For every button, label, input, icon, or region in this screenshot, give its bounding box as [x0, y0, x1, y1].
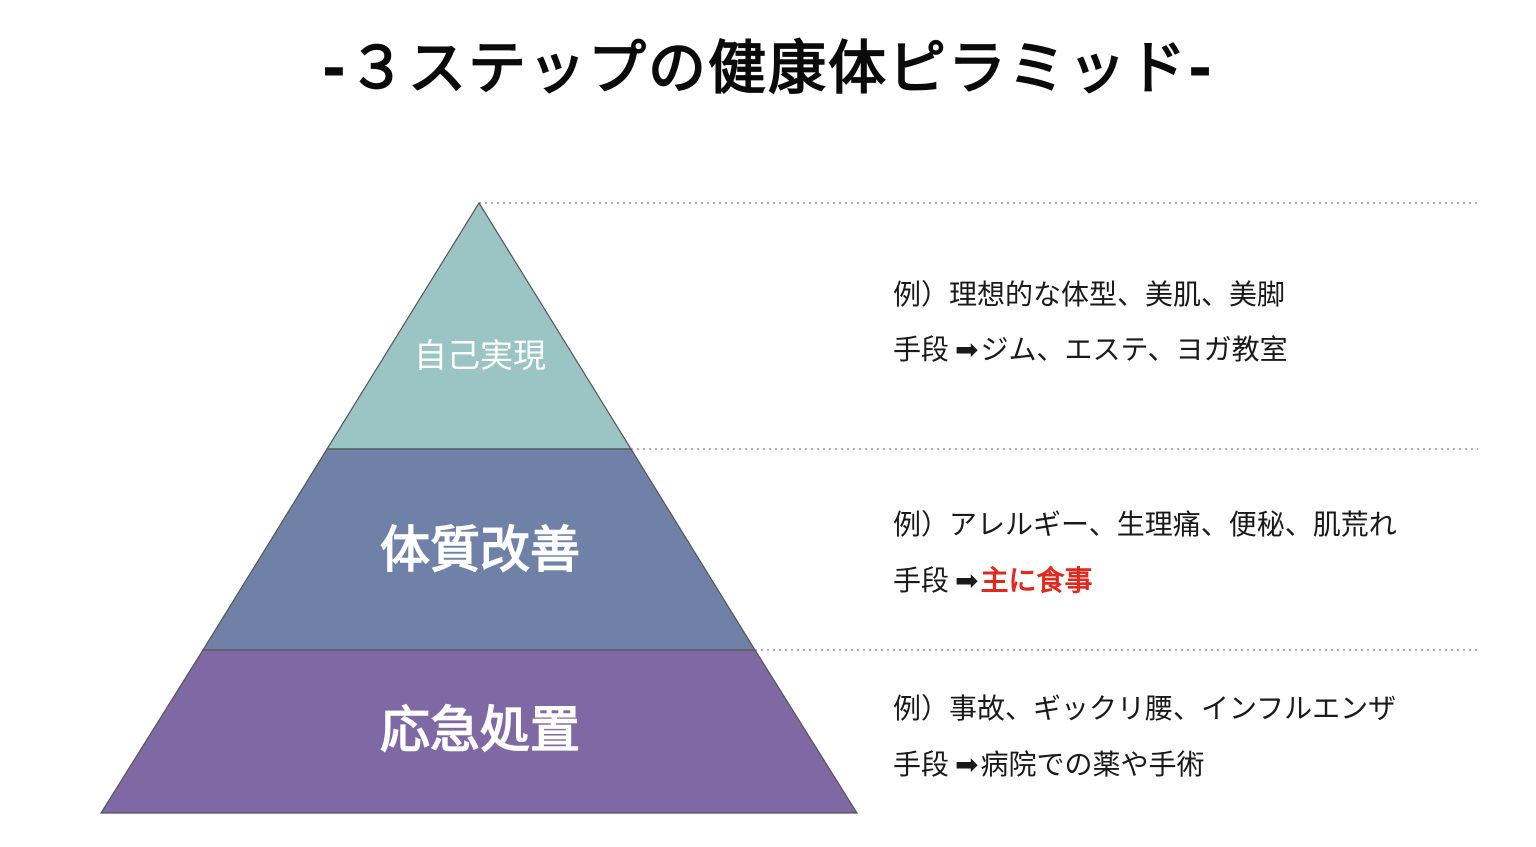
pyramid-tier-top	[325, 201, 633, 450]
tier-bottom-example: 例）事故、ギックリ腰、インフルエンザ	[893, 692, 1397, 725]
arrow-right-icon: ➡	[955, 748, 979, 781]
tier-bottom-method: 手段➡病院での薬や手術	[893, 745, 1205, 785]
page-title: -３ステップの健康体ピラミッド-	[321, 34, 1215, 102]
tier-label-first-aid: 応急処置	[380, 701, 580, 759]
tier-top-method: 手段➡ジム、エステ、ヨガ教室	[893, 330, 1288, 370]
arrow-right-icon: ➡	[955, 333, 979, 366]
pyramid-tier-bottom	[99, 649, 859, 814]
tier-middle-method: 手段➡主に食事	[893, 561, 1093, 601]
tier-label-self-actualization: 自己実現	[414, 336, 546, 375]
arrow-right-icon: ➡	[955, 564, 979, 597]
method-prefix: 手段	[893, 748, 950, 781]
method-highlight-text: 主に食事	[980, 564, 1093, 597]
tier-label-constitution-improvement: 体質改善	[380, 521, 580, 579]
method-prefix: 手段	[893, 564, 950, 597]
tier-top-example: 例）理想的な体型、美肌、美脚	[893, 278, 1286, 311]
method-prefix: 手段	[893, 333, 950, 366]
method-text: 病院での薬や手術	[980, 748, 1205, 781]
method-text: ジム、エステ、ヨガ教室	[980, 333, 1288, 366]
tier-middle-example: 例）アレルギー、生理痛、便秘、肌荒れ	[893, 508, 1397, 541]
